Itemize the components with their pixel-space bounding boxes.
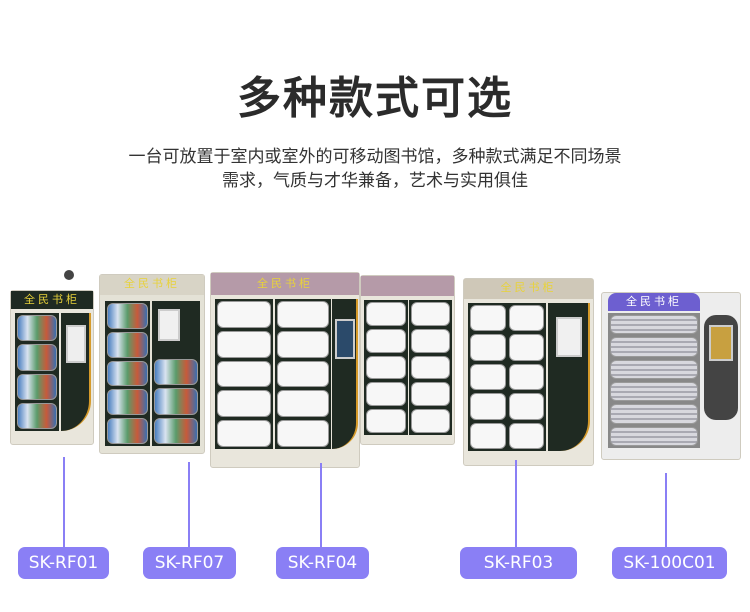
cabinet-sign: 全民书柜 <box>100 275 204 295</box>
cabinet-sk-rf04-extension <box>360 275 455 445</box>
connector-line <box>665 473 667 547</box>
cabinet-sk-rf07: 全民书柜 <box>99 274 205 454</box>
model-tag-sk-rf01: SK-RF01 <box>18 547 109 579</box>
cabinet-sign: 全民书柜 <box>211 273 359 295</box>
connector-line <box>515 460 517 547</box>
description-line-2: 需求，气质与才华兼备，艺术与实用俱佳 <box>222 171 528 191</box>
description-line-1: 一台可放置于室内或室外的可移动图书馆，多种款式满足不同场景 <box>128 147 622 167</box>
page-title: 多种款式可选 <box>237 73 513 124</box>
cabinet-sk-rf04: 全民书柜 <box>210 272 360 468</box>
model-tag-sk-rf04: SK-RF04 <box>276 547 369 579</box>
cabinet-sign: 全民书柜 <box>608 293 700 311</box>
connector-line <box>320 463 322 547</box>
cabinet-sign: 全民书柜 <box>11 291 93 309</box>
cabinet-sk-rf03: 全民书柜 <box>463 278 594 466</box>
cabinet-sk-100c01: 全民书柜 <box>601 292 741 460</box>
model-tag-sk-100c01: SK-100C01 <box>612 547 727 579</box>
camera-icon <box>64 270 74 280</box>
model-tag-sk-rf03: SK-RF03 <box>460 547 577 579</box>
connector-line <box>63 457 65 547</box>
cabinet-sk-rf01: 全民书柜 <box>10 290 94 445</box>
model-tag-sk-rf07: SK-RF07 <box>143 547 236 579</box>
connector-line <box>188 462 190 547</box>
cabinet-sign: 全民书柜 <box>464 279 593 299</box>
